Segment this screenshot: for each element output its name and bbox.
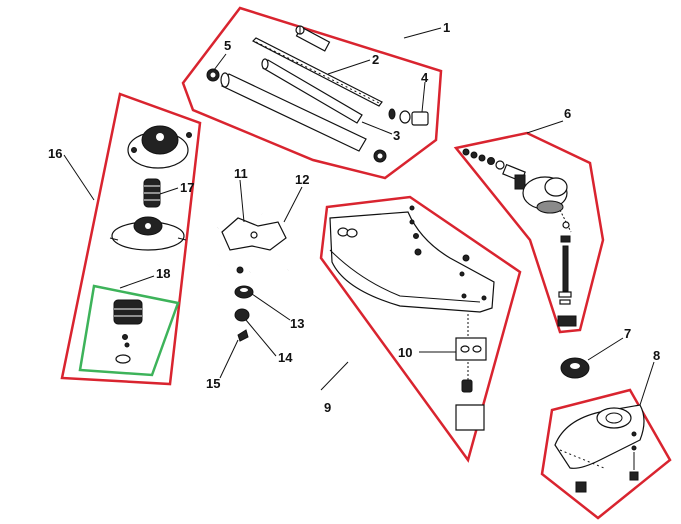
callout-2: 2 [372, 52, 379, 67]
group-outline-small-guard [540, 388, 672, 520]
group-outline-guard [319, 195, 522, 463]
blade-hardware [234, 266, 254, 342]
nut-part [560, 357, 590, 379]
large-guard [329, 205, 495, 431]
shaft-tube-outer [220, 72, 367, 152]
drive-shaft [251, 37, 383, 107]
callout-5: 5 [224, 38, 231, 53]
callout-17: 17 [180, 180, 194, 195]
latch-part [295, 25, 331, 52]
callout-12: 12 [295, 172, 309, 187]
callout-3: 3 [393, 128, 400, 143]
callout-16: 16 [48, 146, 62, 161]
small-guard [554, 404, 645, 493]
blade-part [221, 217, 287, 251]
group-outline-spool [78, 284, 180, 377]
callout-1: 1 [443, 20, 450, 35]
group-outline-shaft [181, 6, 443, 180]
callout-8: 8 [653, 348, 660, 363]
callout-6: 6 [564, 106, 571, 121]
callout-15: 15 [206, 376, 220, 391]
callout-9: 9 [324, 400, 331, 415]
callout-11: 11 [234, 166, 248, 181]
callout-4: 4 [421, 70, 429, 85]
shaft-tube-inner [261, 58, 363, 124]
spring-part [143, 178, 161, 208]
gear-star-left [206, 68, 220, 82]
spool-part [113, 299, 143, 364]
trimmer-head-cover [127, 125, 192, 169]
trimmer-head-base [109, 216, 187, 251]
gear-star-bottom [373, 149, 387, 163]
callout-7: 7 [624, 326, 631, 341]
callout-14: 14 [278, 350, 293, 365]
gearhead-shaft-parts [462, 148, 577, 327]
ring-guard [209, 213, 302, 277]
callout-10: 10 [398, 345, 412, 360]
leader-lines [63, 27, 655, 406]
bushing-part [388, 108, 429, 126]
group-outline-trimmer-head [60, 92, 202, 386]
group-outline-gearhead [453, 131, 605, 334]
callout-18: 18 [156, 266, 170, 281]
callout-13: 13 [290, 316, 304, 331]
